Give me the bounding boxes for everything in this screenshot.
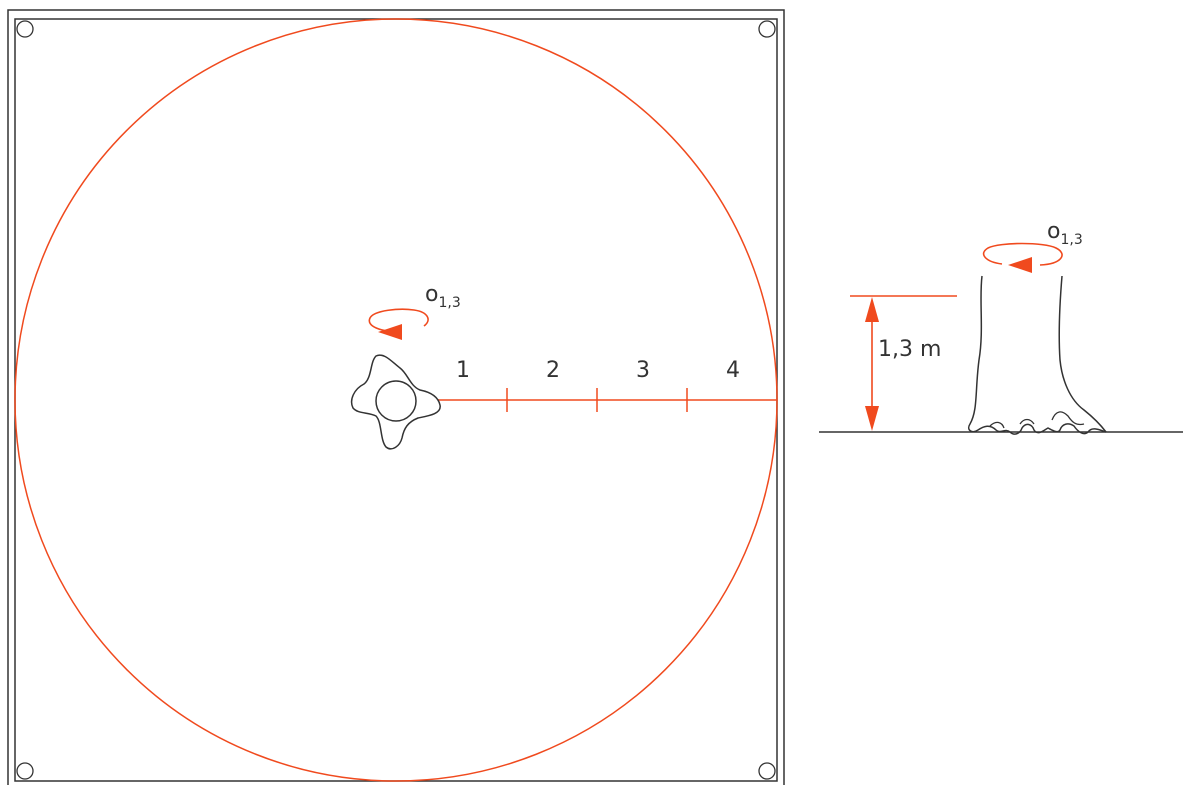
root-detail-2 bbox=[1019, 418, 1035, 425]
girth-label-right: o1,3 bbox=[1047, 219, 1083, 248]
corner-marker-top-left bbox=[16, 20, 34, 38]
height-arrow-top bbox=[865, 297, 879, 322]
height-label: 1,3 m bbox=[878, 337, 941, 362]
segment-label-2: 2 bbox=[546, 358, 560, 383]
tree-side-view: 1,3 m o1,3 bbox=[819, 219, 1183, 435]
girth-label-left: o1,3 bbox=[425, 282, 461, 311]
corner-marker-bottom-right bbox=[758, 762, 776, 780]
corner-marker-top-right bbox=[758, 20, 776, 38]
segment-label-3: 3 bbox=[636, 358, 650, 383]
segment-label-4: 4 bbox=[726, 358, 740, 383]
trunk-right-outline bbox=[1058, 275, 1107, 433]
rotation-arc-right bbox=[982, 242, 1063, 266]
tree-top-view bbox=[350, 354, 441, 450]
outer-frame bbox=[7, 9, 785, 785]
corner-marker-bottom-left bbox=[16, 762, 34, 780]
radius-scale: 1 2 3 4 bbox=[415, 358, 777, 412]
root-detail-3 bbox=[989, 421, 1005, 429]
rotation-arrowhead-right bbox=[1008, 257, 1032, 273]
rotation-arrowhead bbox=[378, 324, 402, 340]
trunk-circle bbox=[375, 380, 417, 422]
rotation-arc bbox=[368, 308, 429, 333]
root-detail-1 bbox=[1051, 411, 1085, 426]
girth-arrow-left: o1,3 bbox=[368, 282, 461, 340]
height-arrow-bottom bbox=[865, 406, 879, 431]
trunk-left-outline bbox=[967, 275, 1107, 435]
segment-label-1: 1 bbox=[456, 358, 470, 383]
